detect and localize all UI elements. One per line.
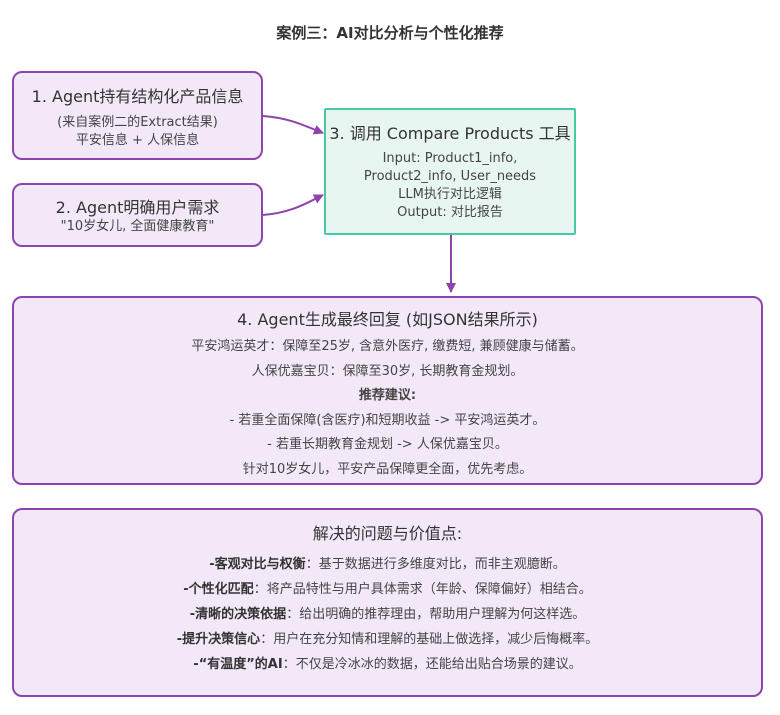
step4-line: 平安鸿运英才：保障至25岁, 含意外医疗, 缴费短, 兼顾健康与储蓄。: [191, 339, 584, 354]
step2-line: "10岁女儿, 全面健康教育": [60, 219, 215, 234]
value-point-text: ：用户在充分知情和理解的基础上做选择，减少后悔概率。: [260, 632, 599, 647]
step3-heading: 3. 调用 Compare Products 工具: [329, 124, 571, 143]
step4-line: 针对10岁女儿，平安产品保障更全面，优先考虑。: [242, 461, 533, 477]
value-point: -提升决策信心：用户在充分知情和理解的基础上做选择，减少后悔概率。: [14, 627, 761, 652]
value-point-text: ：基于数据进行多维度对比，而非主观臆断。: [305, 557, 566, 572]
value-point-label: -清晰的决策依据: [189, 607, 287, 622]
value-point-text: ：给出明确的推荐理由，帮助用户理解为何这样选。: [286, 607, 586, 622]
step4-line: - 若重长期教育金规划 -> 人保优嘉宝贝。: [267, 437, 508, 452]
step3-line: Product2_info, User_needs: [363, 169, 537, 184]
step2-heading: 2. Agent明确用户需求: [55, 198, 220, 217]
value-point-label: -个性化匹配: [183, 582, 254, 597]
step3-line: Output: 对比报告: [397, 205, 503, 220]
value-point-text: ：不仅是冷冰冰的数据，还能给出贴合场景的建议。: [282, 657, 582, 672]
diagram-title: 案例三：AI对比分析与个性化推荐: [276, 24, 504, 42]
step3-line: LLM执行对比逻辑: [398, 187, 502, 202]
value-points-heading: 解决的问题与价值点:: [312, 524, 463, 543]
value-point: -清晰的决策依据：给出明确的推荐理由，帮助用户理解为何这样选。: [14, 602, 761, 627]
step4-box: 4. Agent生成最终回复 (如JSON结果所示) 平安鸿运英才：保障至25岁…: [12, 296, 763, 485]
value-points-box: 解决的问题与价值点: -客观对比与权衡：基于数据进行多维度对比，而非主观臆断。 …: [12, 508, 763, 697]
value-point-label: -提升决策信心: [176, 632, 261, 647]
value-point-label: -客观对比与权衡: [209, 557, 306, 572]
recommendation-label: 推荐建议:: [358, 388, 417, 403]
value-point: -个性化匹配：将产品特性与用户具体需求（年龄、保障偏好）相结合。: [14, 577, 761, 602]
arrow-box1-to-box3: [262, 115, 324, 135]
step1-line: (来自案例二的Extract结果): [57, 115, 218, 130]
arrow-box2-to-box3: [262, 194, 324, 216]
value-point-text: ：将产品特性与用户具体需求（年龄、保障偏好）相结合。: [253, 582, 592, 597]
step4-line: 人保优嘉宝贝：保障至30岁, 长期教育金规划。: [251, 363, 524, 379]
step3-tool-box: 3. 调用 Compare Products 工具 Input: Product…: [324, 108, 576, 235]
value-point-label: -“有温度”的AI: [193, 657, 283, 672]
step2-box: 2. Agent明确用户需求 "10岁女儿, 全面健康教育": [12, 183, 263, 247]
step1-box: 1. Agent持有结构化产品信息 (来自案例二的Extract结果) 平安信息…: [12, 71, 263, 160]
value-point: -“有温度”的AI：不仅是冷冰冰的数据，还能给出贴合场景的建议。: [14, 652, 761, 677]
step4-line: - 若重全面保障(含医疗)和短期收益 -> 平安鸿运英才。: [229, 412, 546, 428]
step1-heading: 1. Agent持有结构化产品信息: [31, 87, 244, 106]
step4-heading: 4. Agent生成最终回复 (如JSON结果所示): [237, 310, 538, 329]
step1-line: 平安信息 + 人保信息: [75, 133, 200, 148]
step3-line: Input: Product1_info,: [382, 151, 518, 166]
value-point: -客观对比与权衡：基于数据进行多维度对比，而非主观臆断。: [14, 552, 761, 577]
